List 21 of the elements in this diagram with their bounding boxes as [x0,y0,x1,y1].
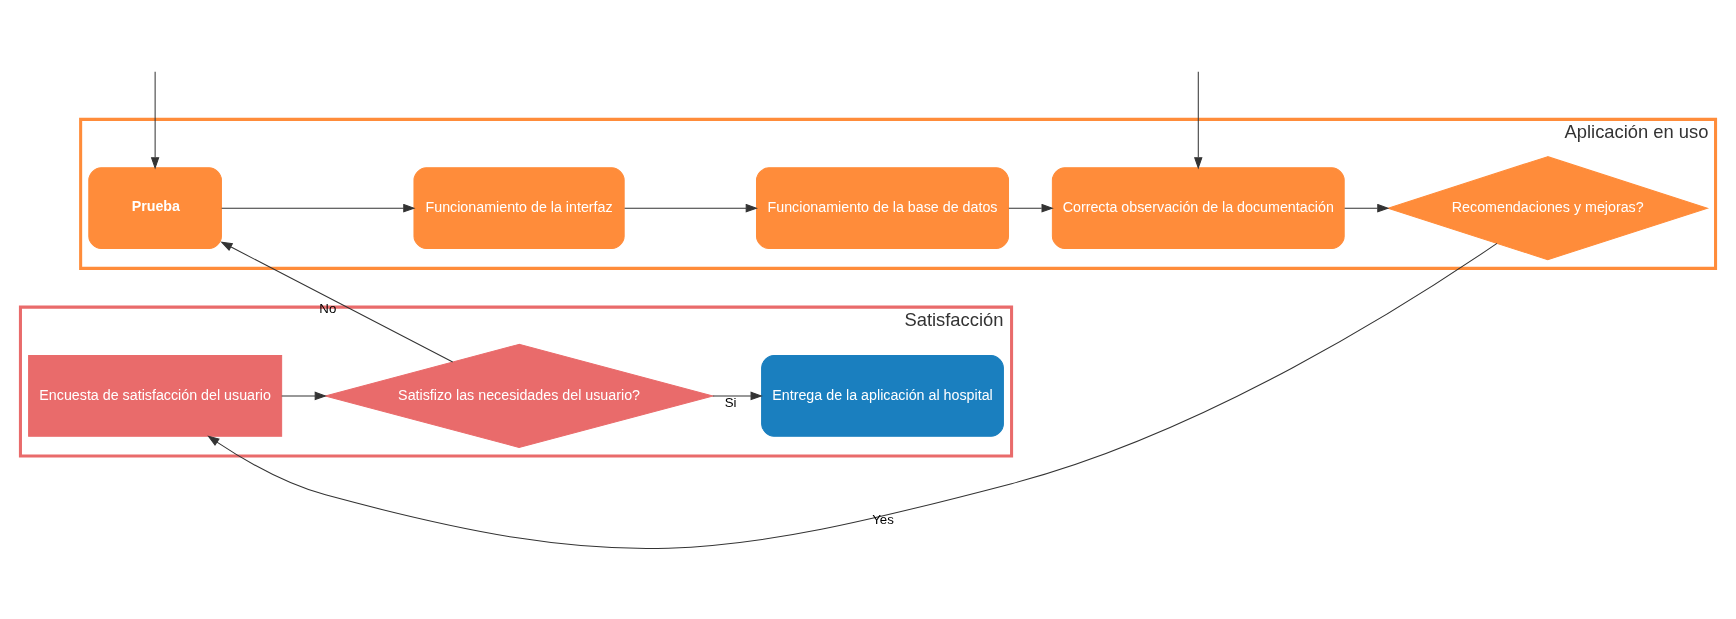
node-box: Funcionamiento de la base de datos [756,166,1009,249]
edge-label: Si [724,394,737,410]
node-box: Encuesta de satisfacción del usuario [28,354,283,437]
arrow [150,70,160,169]
edge-label: Yes [872,511,894,527]
arrow [207,242,1498,549]
arrow [1008,203,1054,212]
node-diamond: Recomendaciones y mejoras? [1386,155,1710,260]
arrow [281,391,327,400]
edge-label: No [319,300,337,316]
arrow [712,391,763,400]
node-box: Correcta observación de la documentación [1051,166,1345,249]
arrow [1344,203,1390,212]
arrow [624,203,758,212]
node-box: Prueba [88,166,222,249]
arrow [220,240,454,362]
arrow [1194,70,1203,169]
node-box: Entrega de la aplicación al hospital [761,354,1004,437]
arrow [221,203,416,212]
node-diamond: Satisfizo las necesidades del usuario? [323,343,715,448]
node-box: Funcionamiento de la interfaz [413,166,625,249]
